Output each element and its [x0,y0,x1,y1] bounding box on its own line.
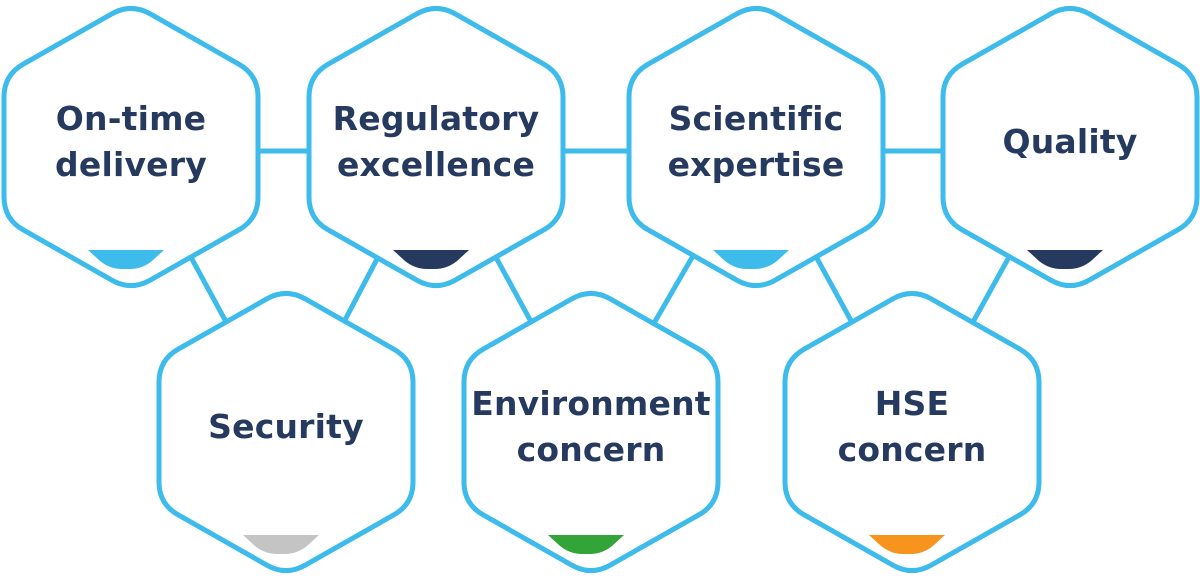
hex-label-line: On-time [55,99,207,138]
hexagon-regulatory-excellence [306,5,566,289]
hexagon-security [156,290,416,574]
hex-label-line: concern [516,430,666,469]
hexagon-quality [940,5,1200,289]
hexagon-scientific-expertise [626,5,886,289]
hex-label-line: Scientific [668,99,844,138]
accent-tab-on-time-delivery [88,250,164,269]
hex-label-security: Security [166,404,406,450]
accent-tab-quality [1027,250,1103,269]
hex-label-line: concern [837,430,987,469]
hex-label-scientific-expertise: Scientific expertise [636,96,876,188]
hex-label-regulatory-excellence: Regulatory excellence [316,96,556,188]
hex-label-environment-concern: Environment concern [471,381,711,473]
hexagon-on-time-delivery [1,5,261,289]
hex-label-quality: Quality [950,119,1190,165]
hexagon-shapes [1,5,1200,574]
accent-tab-regulatory-excellence [393,250,469,269]
hexagon-environment-concern [461,290,721,574]
hex-label-line: Regulatory [332,99,540,138]
hexagon-hse-concern [782,290,1042,574]
accent-tab-environment-concern [548,535,624,554]
accent-tab-hse-concern [869,535,945,554]
hex-label-hse-concern: HSE concern [792,381,1032,473]
hex-label-line: Environment [471,384,711,423]
accent-tab-security [243,535,319,554]
hex-label-line: excellence [336,145,536,184]
hex-label-on-time-delivery: On-time delivery [11,96,251,188]
hex-label-line: expertise [667,145,845,184]
accent-tab-scientific-expertise [713,250,789,269]
hex-label-line: Quality [1002,122,1138,161]
hex-label-line: delivery [55,145,207,184]
hex-label-line: Security [208,407,364,446]
hex-label-line: HSE [874,384,950,423]
